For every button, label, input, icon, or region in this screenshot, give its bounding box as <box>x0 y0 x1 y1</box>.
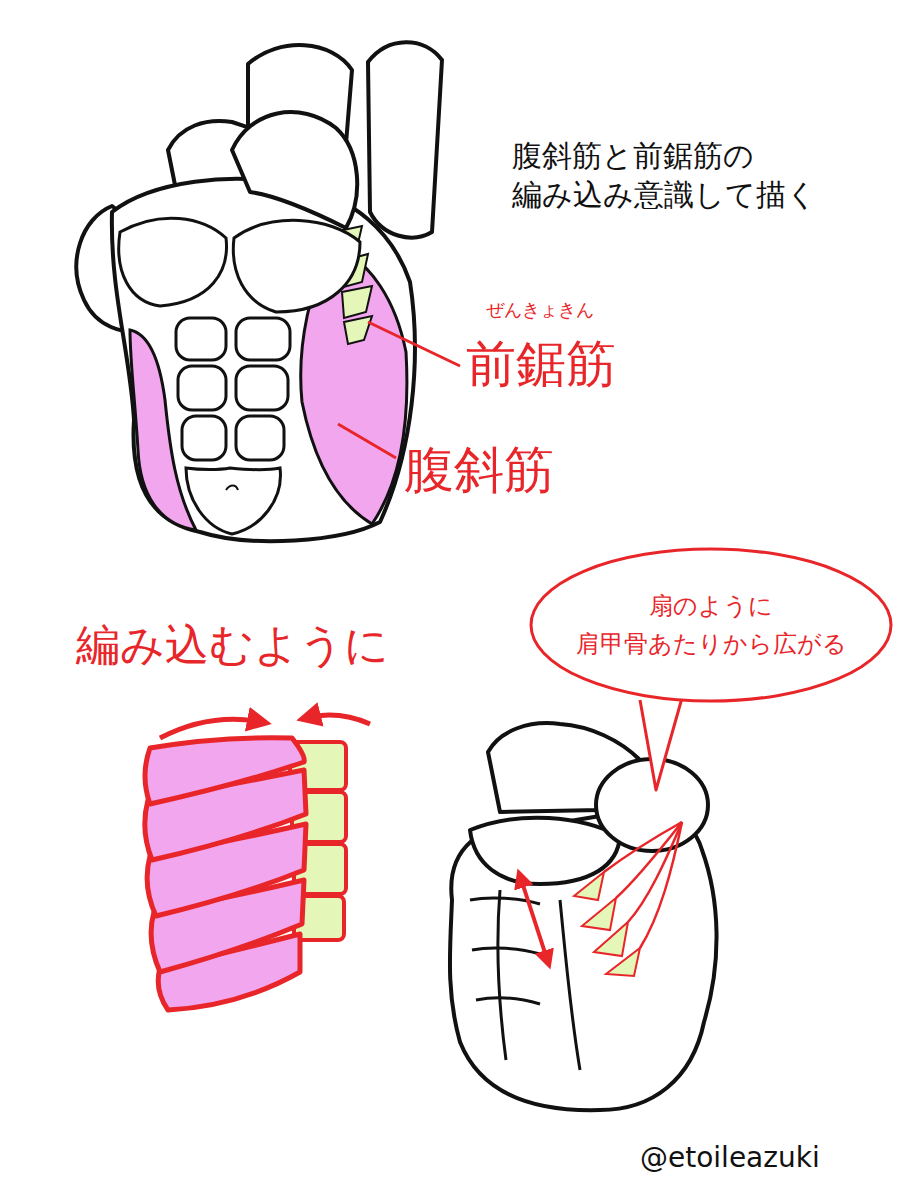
fan-line <box>628 822 682 922</box>
speech-bubble: 扇のように 肩甲骨あたりから広がる <box>528 546 894 704</box>
ab-line <box>476 998 540 1004</box>
watermark: @etoileazuki <box>640 1140 880 1176</box>
weave-arrow <box>160 719 262 738</box>
fan-lines <box>604 822 682 948</box>
bubble-text: 扇のように 肩甲骨あたりから広がる <box>568 587 854 664</box>
side-abs <box>470 890 580 1070</box>
bubble-outline <box>528 546 894 704</box>
serratus-tooth <box>574 872 604 900</box>
oblique-plate <box>145 738 304 804</box>
pectoral <box>233 220 360 312</box>
leader-line <box>338 424 396 458</box>
oblique-edge <box>560 900 580 1070</box>
ab <box>182 416 226 460</box>
ab <box>236 416 284 460</box>
bubble-body: 扇のように 肩甲骨あたりから広がる <box>528 546 894 704</box>
navel <box>226 486 238 491</box>
double-arrow <box>520 876 548 962</box>
serratus-teeth <box>574 872 640 976</box>
ab-line <box>472 948 540 954</box>
serratus-tooth <box>594 922 628 956</box>
muscle-label: 前鋸筋 <box>466 332 726 397</box>
deltoid <box>232 112 357 228</box>
leader-line <box>368 322 460 366</box>
pectoral <box>119 218 227 306</box>
forearm <box>368 42 442 237</box>
serratus-tooth <box>606 948 640 976</box>
pectoral <box>470 818 620 884</box>
serratus-tooth <box>582 898 616 930</box>
torso <box>112 179 415 541</box>
bubble-ellipse <box>531 549 891 701</box>
fan-line <box>640 822 682 948</box>
serratus-tooth <box>342 286 372 318</box>
furigana: ぜんきょきん <box>486 298 686 321</box>
lower-abs <box>186 468 280 534</box>
torso <box>450 807 717 1110</box>
title: 腹斜筋と前鋸筋の 編み込み意識して描く <box>512 136 872 214</box>
note: 編み込むように <box>76 616 456 673</box>
chest-abs <box>119 218 360 534</box>
weave-arrow <box>306 715 370 724</box>
ab-line <box>498 890 506 1060</box>
ab <box>178 366 226 410</box>
serratus-tooth <box>344 316 372 344</box>
ab <box>176 318 226 360</box>
side-torso <box>450 723 717 1110</box>
torso-figure <box>76 42 442 541</box>
bubble-tail <box>640 698 682 790</box>
ab <box>236 318 290 360</box>
ab <box>236 366 288 410</box>
muscle-label: 腹斜筋 <box>404 438 664 503</box>
oblique-plates <box>145 738 306 1010</box>
